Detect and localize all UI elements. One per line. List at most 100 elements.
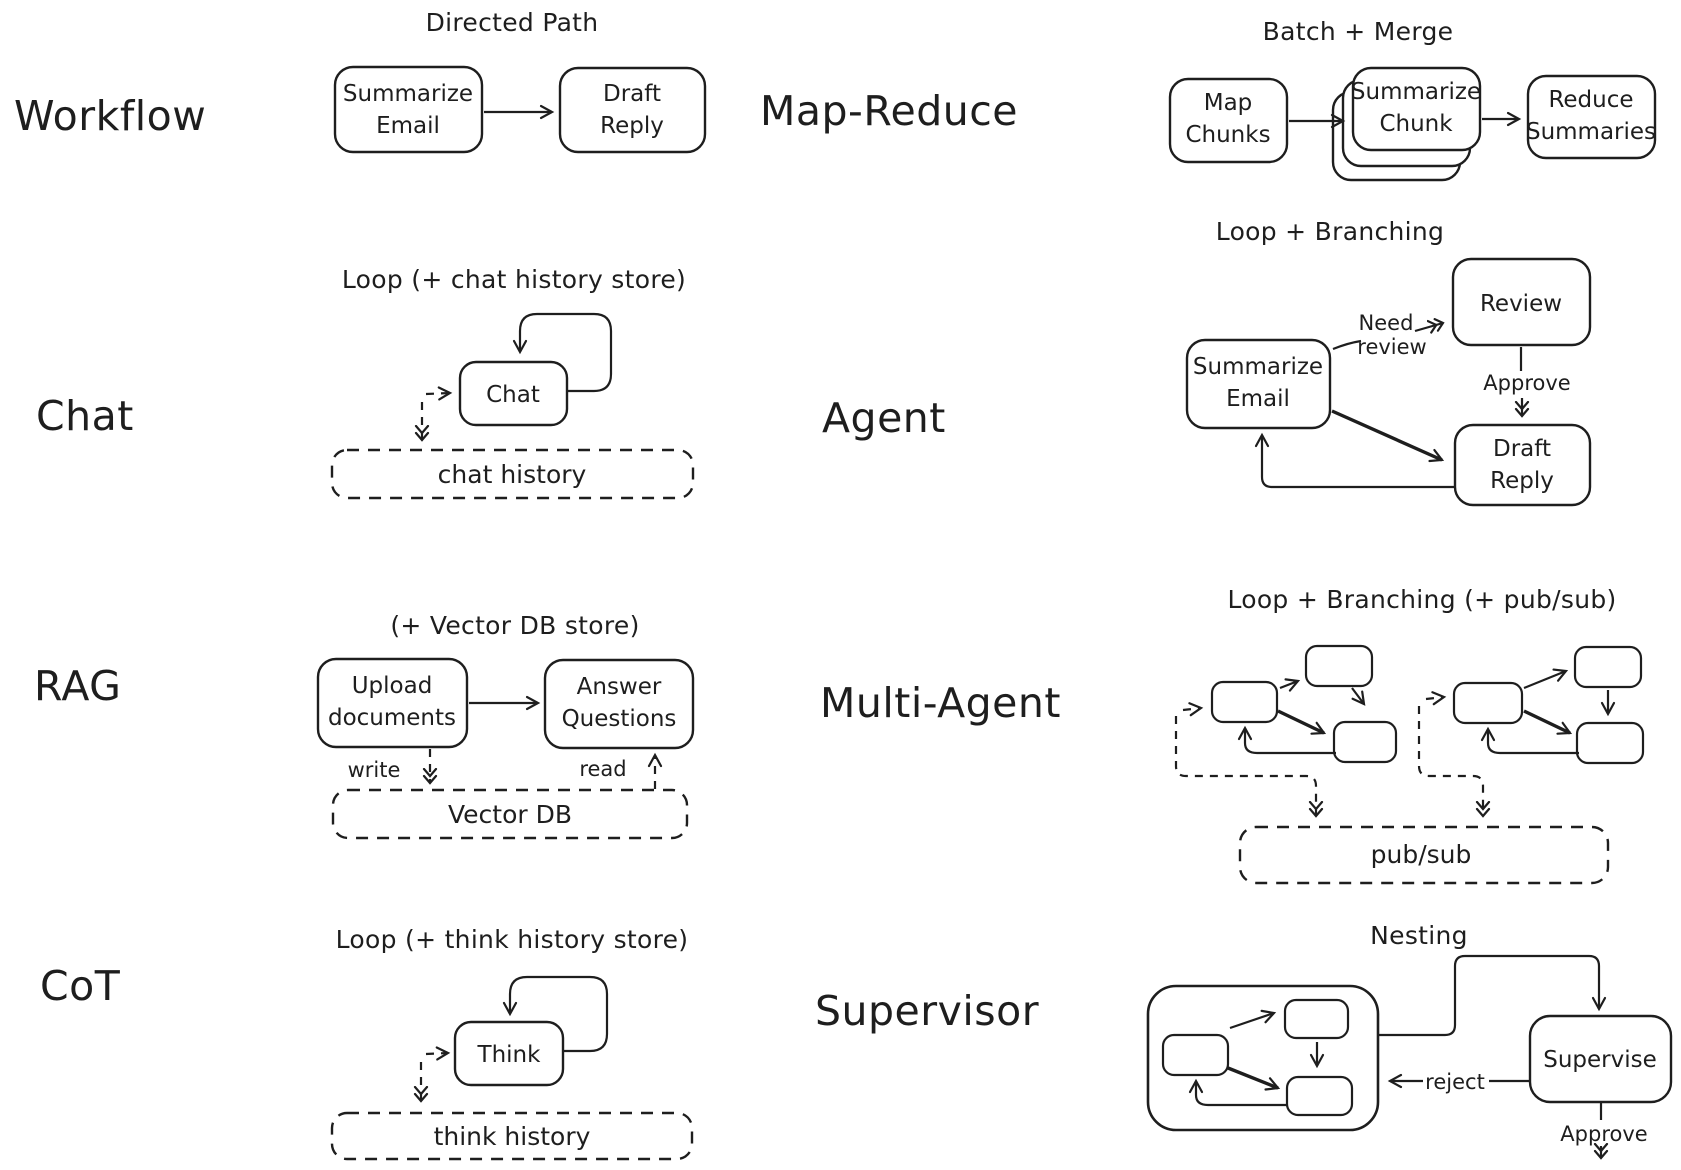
cluster-pubsub-arrow (1417, 706, 1483, 816)
review-text: Review (1480, 291, 1562, 317)
cluster-pubsub-arrow (1174, 716, 1316, 816)
agent-title: Loop + Branching (1216, 217, 1444, 246)
container-to-supervise-arrow (1378, 954, 1607, 1037)
workflow-label: Workflow (14, 92, 206, 140)
think-history-store (330, 1111, 694, 1161)
map-reduce-title: Batch + Merge (1263, 17, 1454, 46)
map-chunks-text-1: Map (1204, 90, 1253, 116)
cot-entry-arrow (425, 1046, 451, 1061)
multi-agent-cluster-left (1174, 644, 1398, 816)
agent-node (1452, 681, 1524, 725)
draft-reply-node (558, 66, 707, 154)
summarize-chunk-node (1351, 66, 1482, 152)
chat-node (458, 360, 569, 427)
cluster-arrow (1523, 709, 1573, 735)
chat-history-text: chat history (438, 460, 587, 489)
upload-documents-node (316, 657, 469, 749)
cluster-loop-arrow (1237, 725, 1336, 755)
cot-title: Loop (+ think history store) (336, 925, 689, 954)
agent-summarize-text-1: Summarize (1193, 354, 1323, 380)
map-chunks-node (1168, 77, 1289, 164)
chat-section: Chat Loop (+ chat history store) Chat ch… (36, 265, 695, 500)
need-review-text-2: review (1357, 335, 1426, 359)
agent-draft-reply-node (1453, 423, 1592, 507)
supervisor-section: Supervisor Nesting Supervise reject Appr… (815, 921, 1673, 1158)
cot-section: CoT Loop (+ think history store) Think t… (40, 925, 694, 1161)
draft-reply-text-1: Draft (603, 81, 661, 107)
agent-section: Agent Loop + Branching Review Summarize … (822, 217, 1592, 507)
review-node (1451, 257, 1592, 347)
multi-agent-cluster-right (1417, 645, 1645, 816)
workflow-title: Directed Path (426, 8, 599, 37)
answer-questions-node (543, 658, 695, 750)
summarize-email-text-1: Summarize (343, 81, 473, 107)
agent-label: Agent (822, 394, 946, 442)
agent-node (1304, 644, 1374, 688)
pubsub-text: pub/sub (1371, 840, 1472, 869)
upload-documents-text-1: Upload (352, 673, 433, 699)
nested-arrow (1227, 1066, 1281, 1091)
rag-label: RAG (34, 662, 121, 710)
need-review-arrow (1414, 323, 1443, 331)
vector-db-store (331, 788, 689, 840)
summarize-email-text-2: Email (376, 113, 440, 139)
cot-label: CoT (40, 962, 121, 1010)
cluster-arrow (1279, 678, 1301, 692)
chat-label: Chat (36, 392, 134, 440)
agent-node (1575, 721, 1645, 765)
draft-reply-text-2: Reply (600, 113, 664, 139)
answer-questions-text-2: Questions (562, 706, 677, 732)
answer-questions-text-1: Answer (577, 674, 662, 700)
chat-node-text: Chat (486, 382, 540, 408)
agent-summarize-email-node (1185, 338, 1332, 430)
multi-agent-label: Multi-Agent (820, 679, 1061, 727)
cluster-arrow (1523, 668, 1569, 690)
think-node (453, 1020, 565, 1087)
map-reduce-label: Map-Reduce (760, 87, 1018, 135)
supervisor-approve-label: Approve (1560, 1122, 1647, 1146)
nested-arrow (1229, 1009, 1277, 1030)
nested-loop-arrow (1188, 1078, 1287, 1107)
chat-title: Loop (+ chat history store) (342, 265, 686, 294)
agent-node (1332, 720, 1398, 764)
cluster-arrow (1351, 687, 1366, 706)
cluster-entry-arrow (1182, 702, 1204, 717)
vector-db-text: Vector DB (448, 800, 572, 829)
reduce-summaries-text-2: Summaries (1526, 119, 1656, 145)
multi-agent-section: Multi-Agent Loop + Branching (+ pub/sub) (820, 585, 1645, 885)
think-node-text: Think (477, 1042, 542, 1068)
supervisor-label: Supervisor (815, 987, 1039, 1035)
chat-entry-arrow (425, 386, 453, 401)
draft-to-summarize-return (1254, 432, 1455, 489)
upload-documents-text-2: documents (328, 705, 456, 731)
nested-node (1283, 998, 1350, 1040)
workflow-section: Workflow Directed Path Summarize Email D… (14, 8, 707, 154)
write-label: write (348, 758, 401, 782)
agent-draft-text-2: Reply (1490, 468, 1554, 494)
think-history-text: think history (434, 1122, 591, 1151)
agent-approve-label: Approve (1483, 371, 1570, 395)
reject-label: reject (1425, 1070, 1485, 1094)
nested-node (1285, 1075, 1354, 1117)
cluster-arrow (1277, 709, 1327, 735)
rag-section: RAG (+ Vector DB store) Upload documents… (34, 611, 695, 840)
read-label: read (579, 757, 626, 781)
chat-history-store (330, 448, 695, 500)
need-review-connector (1332, 339, 1362, 351)
summarize-to-draft-arrow (1331, 409, 1445, 463)
agent-draft-text-1: Draft (1493, 436, 1551, 462)
nested-node (1161, 1033, 1230, 1077)
summarize-email-node (333, 65, 484, 154)
cluster-entry-arrow (1425, 691, 1447, 706)
rag-title: (+ Vector DB store) (390, 611, 639, 640)
supervise-text: Supervise (1543, 1047, 1657, 1073)
cot-self-loop (502, 975, 609, 1053)
multi-agent-title: Loop + Branching (+ pub/sub) (1227, 585, 1616, 614)
need-review-text-1: Need (1359, 311, 1414, 335)
agent-summarize-text-2: Email (1226, 386, 1290, 412)
pubsub-store (1238, 825, 1610, 885)
map-reduce-section: Map-Reduce Batch + Merge Map Chunks Summ… (760, 17, 1657, 182)
supervisor-title: Nesting (1370, 921, 1468, 950)
